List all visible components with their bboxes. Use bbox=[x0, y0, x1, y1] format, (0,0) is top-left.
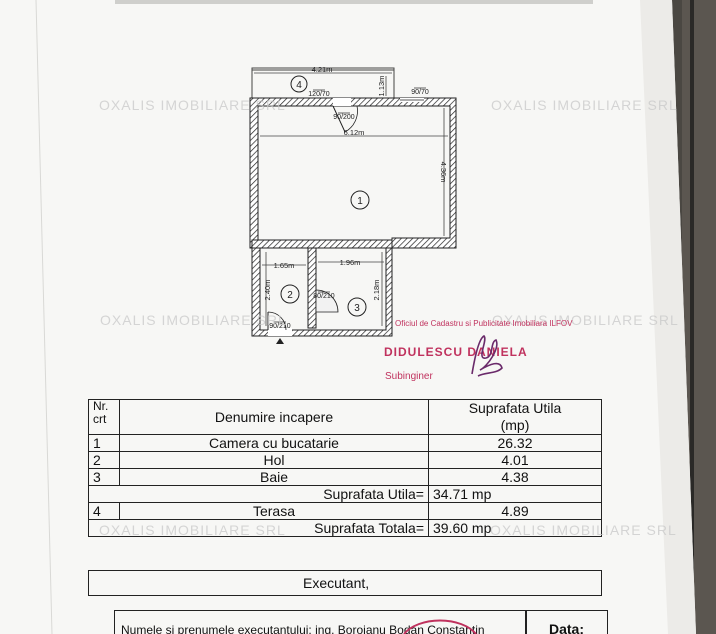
row-area: 26.32 bbox=[428, 434, 602, 452]
executant-name-label: Numele si prenumele executantului: bbox=[121, 623, 312, 634]
window-label-top: 90/70 bbox=[411, 89, 429, 96]
row-name: Camera cu bucatarie bbox=[119, 434, 429, 452]
door-label-main: 90/200 bbox=[333, 114, 355, 121]
stamp-office: Oficiul de Cadastru si Publicitate Imobi… bbox=[395, 319, 573, 328]
table-header-row: Nr. crt Denumire incapere Suprafata Util… bbox=[88, 399, 602, 435]
door-label-terrace: 120/70 bbox=[308, 91, 330, 98]
subtotal-row: Suprafata Utila= 34.71 mp bbox=[88, 485, 602, 503]
watermark: OXALIS IMOBILIARE SRL bbox=[492, 312, 679, 328]
table-row: 3 Baie 4.38 bbox=[88, 468, 602, 486]
executant-box: Executant, bbox=[88, 570, 602, 596]
header-unit: (mp) bbox=[500, 417, 530, 433]
row-nr: 2 bbox=[88, 451, 120, 469]
dim-room-depth: 4.36m bbox=[439, 162, 448, 183]
signature bbox=[471, 335, 503, 377]
footer-box: Numele si prenumele executantului: ing. … bbox=[114, 610, 608, 634]
room-number-3: 3 bbox=[354, 303, 360, 314]
subtotal-label: Suprafata Utila= bbox=[88, 485, 429, 503]
header-area: Suprafata Utila bbox=[468, 400, 562, 416]
row-area: 4.38 bbox=[428, 468, 602, 486]
row-name: Hol bbox=[119, 451, 429, 469]
stamp-seal bbox=[403, 619, 477, 634]
dim-terrace-depth: 1.13m bbox=[377, 76, 386, 97]
table-row: 2 Hol 4.01 bbox=[88, 451, 602, 469]
row-nr: 1 bbox=[88, 434, 120, 452]
executant-name-value: ing. Borojanu Bodan Constantin bbox=[315, 623, 485, 634]
watermark: OXALIS IMOBILIARE SRL bbox=[99, 97, 286, 113]
header-name: Denumire incapere bbox=[119, 399, 429, 435]
areas-table: Nr. crt Denumire incapere Suprafata Util… bbox=[88, 399, 602, 537]
dim-hol-depth: 2.40m bbox=[263, 280, 272, 301]
row-area: 4.89 bbox=[428, 502, 602, 520]
stamp-title: Subinginer bbox=[385, 371, 433, 382]
dim-hol-width: 1.65m bbox=[274, 261, 295, 270]
total-label: Suprafata Totala= bbox=[88, 519, 429, 537]
date-label: Data: bbox=[549, 621, 585, 634]
row-name: Baie bbox=[119, 468, 429, 486]
watermark: OXALIS IMOBILIARE SRL bbox=[100, 312, 287, 328]
room-number-2: 2 bbox=[287, 290, 293, 301]
stamp-name: DIDULESCU DANIELA bbox=[384, 345, 528, 359]
watermark: OXALIS IMOBILIARE SRL bbox=[490, 522, 677, 538]
header-nr: Nr. bbox=[93, 399, 109, 413]
row-area: 4.01 bbox=[428, 451, 602, 469]
dim-room-width: 6.12m bbox=[344, 128, 365, 137]
header-crt: crt bbox=[93, 412, 107, 426]
table-row: 1 Camera cu bucatarie 26.32 bbox=[88, 434, 602, 452]
subtotal-value: 34.71 mp bbox=[428, 485, 602, 503]
executant-label: Executant, bbox=[303, 575, 370, 591]
table-row: 4 Terasa 4.89 bbox=[88, 502, 602, 520]
room-number-1: 1 bbox=[357, 196, 363, 207]
watermark: OXALIS IMOBILIARE SRL bbox=[491, 97, 678, 113]
door-label-entry: 90/210 bbox=[269, 323, 291, 330]
total-row: Suprafata Totala= 39.60 mp bbox=[88, 519, 602, 537]
dim-baie-width: 1.96m bbox=[340, 258, 361, 267]
row-name: Terasa bbox=[119, 502, 429, 520]
dim-baie-depth: 2.18m bbox=[372, 280, 381, 301]
room-number-4: 4 bbox=[296, 80, 302, 91]
dim-terrace-width: 4.21m bbox=[312, 65, 333, 74]
row-nr: 4 bbox=[88, 502, 120, 520]
door-label-baie: 80/210 bbox=[313, 293, 335, 300]
row-nr: 3 bbox=[88, 468, 120, 486]
watermark: OXALIS IMOBILIARE SRL bbox=[99, 522, 286, 538]
total-value: 39.60 mp bbox=[428, 519, 602, 537]
